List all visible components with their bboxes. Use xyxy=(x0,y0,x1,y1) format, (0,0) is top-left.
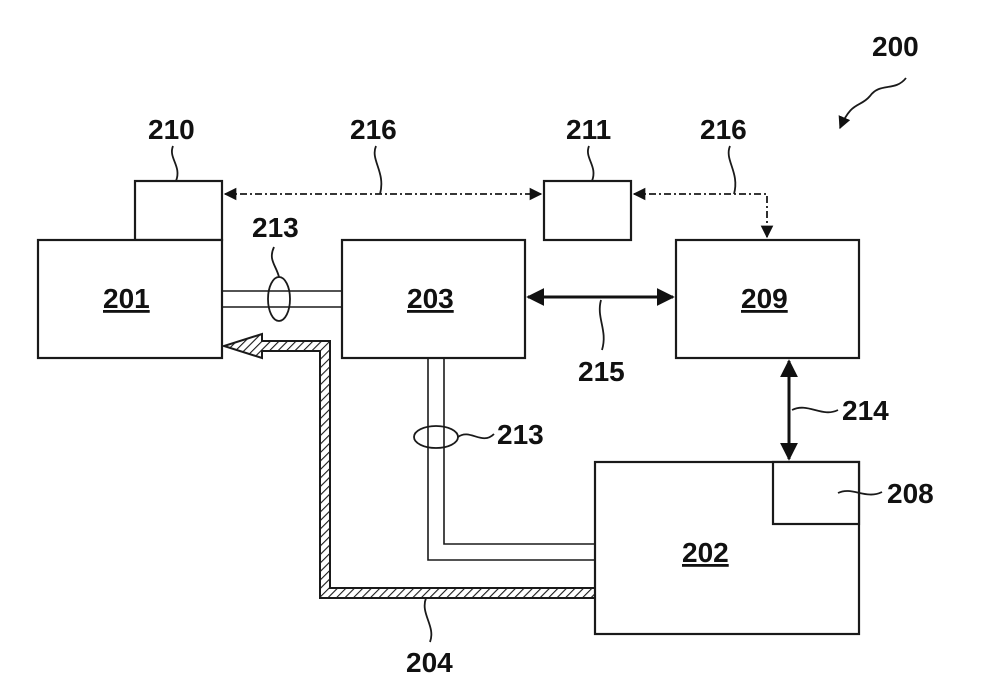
box-210 xyxy=(135,181,222,240)
link-213-top xyxy=(222,277,342,321)
leader-211 xyxy=(588,146,594,181)
ref-label-208: 208 xyxy=(887,478,934,509)
ref-label-216-left: 216 xyxy=(350,114,397,145)
dashed-arrow-216-right xyxy=(634,194,767,237)
leader-216-right xyxy=(729,146,736,194)
box-label-203: 203 xyxy=(407,283,454,314)
ref-label-204: 204 xyxy=(406,647,453,678)
link-213-bottom xyxy=(414,358,595,560)
leader-200-arrow xyxy=(840,78,906,128)
ref-label-214: 214 xyxy=(842,395,889,426)
leader-213-bottom xyxy=(458,434,494,438)
leader-216-left xyxy=(375,146,382,194)
ref-label-210: 210 xyxy=(148,114,195,145)
ref-label-211: 211 xyxy=(566,114,611,145)
box-211 xyxy=(544,181,631,240)
box-label-209: 209 xyxy=(741,283,788,314)
ref-label-213-bottom: 213 xyxy=(497,419,544,450)
leader-214 xyxy=(792,408,838,413)
box-208 xyxy=(773,462,859,524)
ref-label-216-right: 216 xyxy=(700,114,747,145)
ref-label-215: 215 xyxy=(578,356,625,387)
leader-215 xyxy=(600,300,604,350)
path-204-hatched xyxy=(224,334,595,598)
ref-label-200: 200 xyxy=(872,31,919,62)
ref-label-213-top: 213 xyxy=(252,212,299,243)
box-label-202: 202 xyxy=(682,537,729,568)
box-label-201: 201 xyxy=(103,283,150,314)
leader-213-top xyxy=(272,247,279,277)
leader-210 xyxy=(172,146,178,181)
leader-204 xyxy=(425,598,432,642)
